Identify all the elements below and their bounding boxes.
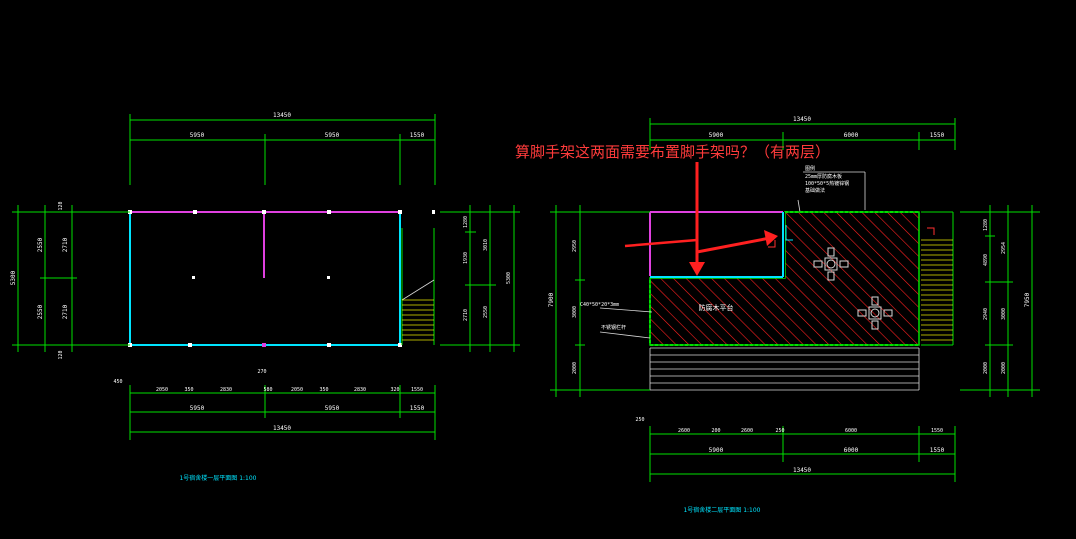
left-bottom-seg-3: 1550 <box>410 405 425 412</box>
right-plan-right-dimensions: 1280 4890 2940 2000 2954 3000 2000 7950 <box>960 205 1040 397</box>
question-annotation: 算脚手架这两面需要布置脚手架吗？（有两层） <box>515 143 830 276</box>
left-bottom-note: 270 <box>257 369 266 375</box>
left-bottom-detail-3: 2830 <box>220 387 232 393</box>
left-bottom-detail-4: 580 <box>263 387 272 393</box>
right-plan-left-inner-1: 2950 <box>572 240 578 252</box>
right-plan-r-outer: 7950 <box>1024 292 1031 307</box>
table-set-2 <box>857 296 893 330</box>
right-top-dimensions: 13450 5900 6000 1550 <box>649 116 956 150</box>
left-bottom-detail-6: 350 <box>319 387 328 393</box>
legend-line-4: 基础做法 <box>805 187 825 194</box>
left-side-inner-1: 2550 <box>37 237 44 252</box>
left-side-outer: 5300 <box>10 270 17 285</box>
red-arrow-right <box>696 236 771 254</box>
left-top-seg-1: 5950 <box>190 132 205 139</box>
left-plan-title: 1号宿舍楼一层平面图 1:100 <box>179 474 256 482</box>
left-side-end-2: 120 <box>58 350 64 359</box>
left-bottom-seg-2: 5950 <box>325 405 340 412</box>
legend-line-2: 25mm厚防腐木板 <box>805 173 842 180</box>
right-plan-r-inner-1: 1280 <box>983 219 989 231</box>
right-bottom-seg-2: 6000 <box>844 447 859 454</box>
balcony-label: 防腐木平台 <box>699 303 734 312</box>
left-plan-r-inner-2: 1930 <box>463 252 469 264</box>
left-side-detail-2: 2710 <box>62 304 69 319</box>
right-plan-left-dimensions: 7900 2950 3000 2000 C40*50*20*3mm 不锈钢栏杆 <box>548 205 653 397</box>
right-bottom-detail-5: 6000 <box>845 428 857 434</box>
right-bottom-detail-1: 2600 <box>678 428 690 434</box>
material-label: C40*50*20*3mm <box>580 302 619 308</box>
deck-steps <box>649 347 920 391</box>
rail-label: 不锈钢栏杆 <box>601 324 626 331</box>
left-side-inner-2: 2550 <box>37 304 44 319</box>
right-bottom-dimensions: 250 2600 200 2600 250 6000 1550 5900 600… <box>635 417 956 482</box>
right-stair <box>921 211 954 346</box>
right-bottom-detail-6: 1550 <box>931 428 943 434</box>
left-plan-r-inner-3: 2710 <box>463 309 469 321</box>
left-bottom-detail-9: 1550 <box>411 387 423 393</box>
left-side-dimensions: 5300 2550 2550 2710 2710 120 120 <box>10 201 130 360</box>
right-bottom-detail-3: 2600 <box>741 428 753 434</box>
left-top-total-dim: 13450 <box>273 112 291 119</box>
right-plan-r-mid-1: 2954 <box>1001 242 1007 254</box>
right-plan-title: 1号宿舍楼二层平面图 1:100 <box>683 506 760 514</box>
left-bottom-offset: 450 <box>113 379 122 385</box>
left-plan-r-mid-2: 2550 <box>483 306 489 318</box>
left-bottom-total: 13450 <box>273 425 291 432</box>
left-bottom-detail-8: 320 <box>390 387 399 393</box>
left-bottom-detail-7: 2830 <box>354 387 366 393</box>
left-plan-r-mid-1: 3010 <box>483 239 489 251</box>
right-bottom-detail-4: 250 <box>775 428 784 434</box>
right-bottom-total: 13450 <box>793 467 811 474</box>
balcony-deck: 防腐木平台 <box>649 211 935 346</box>
left-bottom-detail-5: 2050 <box>291 387 303 393</box>
right-bottom-seg-1: 5900 <box>709 447 724 454</box>
right-plan-left-inner-3: 2000 <box>572 362 578 374</box>
right-top-seg-1: 5900 <box>709 132 724 139</box>
right-plan-left-outer: 7900 <box>548 292 555 307</box>
left-top-seg-2: 5950 <box>325 132 340 139</box>
left-side-end-1: 120 <box>58 201 64 210</box>
left-top-seg-3: 1550 <box>410 132 425 139</box>
left-side-detail-1: 2710 <box>62 237 69 252</box>
left-plan-r-outer: 5300 <box>506 272 512 284</box>
right-plan-r-inner-2: 4890 <box>983 254 989 266</box>
right-bottom-seg-3: 1550 <box>930 447 945 454</box>
right-floor-plan: 13450 5900 6000 1550 图例 25mm厚防腐木板 100*50… <box>548 116 1040 514</box>
red-arrow-left-tail <box>624 238 698 248</box>
right-legend-box: 图例 25mm厚防腐木板 100*50*5热镀锌钢 基础做法 <box>797 165 866 213</box>
left-plan-r-inner-1: 1280 <box>463 216 469 228</box>
right-plan-r-inner-3: 2940 <box>983 308 989 320</box>
right-plan-left-inner-2: 3000 <box>572 306 578 318</box>
right-plan-r-inner-4: 2000 <box>983 362 989 374</box>
legend-line-1: 图例 <box>805 165 815 172</box>
left-bottom-seg-1: 5950 <box>190 405 205 412</box>
right-plan-r-mid-3: 2000 <box>1001 362 1007 374</box>
left-building-outline <box>128 210 435 347</box>
left-bottom-detail-1: 2050 <box>156 387 168 393</box>
right-top-seg-2: 6000 <box>844 132 859 139</box>
left-plan-right-dimensions: 1280 1930 2710 3010 2550 5300 <box>440 205 520 352</box>
table-set-1 <box>813 247 849 281</box>
left-bottom-dimensions: 270 450 2050 350 2830 580 2050 350 2830 … <box>113 369 436 440</box>
right-top-total: 13450 <box>793 116 811 123</box>
left-top-dimensions: 13450 5950 5950 1550 <box>129 112 436 185</box>
right-bottom-detail-2: 200 <box>711 428 720 434</box>
right-plan-r-mid-2: 3000 <box>1001 308 1007 320</box>
left-bottom-detail-2: 350 <box>184 387 193 393</box>
right-top-seg-3: 1550 <box>930 132 945 139</box>
right-bottom-offset: 250 <box>635 417 644 423</box>
question-text: 算脚手架这两面需要布置脚手架吗？（有两层） <box>515 143 830 161</box>
legend-line-3: 100*50*5热镀锌钢 <box>805 180 849 187</box>
left-floor-plan: 13450 5950 5950 1550 <box>10 112 520 482</box>
